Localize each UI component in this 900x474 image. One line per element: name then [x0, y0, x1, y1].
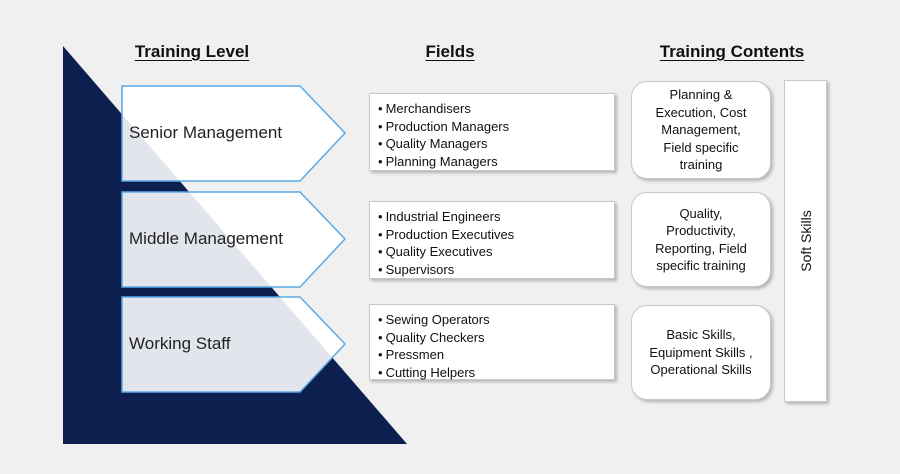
field-item: Production Managers — [378, 118, 608, 136]
field-item: Planning Managers — [378, 153, 608, 171]
level-label-senior: Senior Management — [129, 123, 283, 142]
content-line: Productivity, — [666, 223, 736, 238]
soft-skills-label: Soft Skills — [797, 210, 814, 272]
field-item: Merchandisers — [378, 100, 608, 118]
fields-box-middle: Industrial Engineers Production Executiv… — [369, 201, 615, 279]
content-line: Quality, — [679, 205, 723, 221]
header-training-contents: Training Contents — [659, 42, 805, 61]
level-label-middle: Middle Management — [129, 229, 284, 248]
content-box-middle: Quality, Productivity, Reporting, Field … — [631, 192, 771, 287]
field-item: Quality Managers — [378, 135, 608, 153]
content-line: Field specific — [663, 139, 739, 155]
field-item: Industrial Engineers — [378, 208, 608, 226]
content-line: Management, — [661, 122, 741, 138]
header-fields: Fields — [425, 42, 475, 61]
content-line: training — [679, 157, 723, 173]
content-box-senior: Planning & Execution, Cost Management, F… — [631, 81, 771, 179]
level-label-working: Working Staff — [129, 334, 231, 353]
content-line: Planning & — [669, 87, 733, 103]
content-line: Reporting, Field — [655, 240, 747, 256]
content-line: Equipment Skills , — [649, 344, 753, 360]
field-item: Cutting Helpers — [378, 364, 608, 382]
content-line: Operational Skills — [650, 362, 752, 378]
field-item: Supervisors — [378, 261, 608, 279]
field-item: Quality Checkers — [378, 329, 608, 347]
fields-box-working: Sewing Operators Quality Checkers Pressm… — [369, 304, 615, 380]
level-arrow-middle — [121, 191, 347, 288]
field-item: Sewing Operators — [378, 311, 608, 329]
content-line: Basic Skills, — [666, 327, 736, 343]
content-line: Execution, Cost — [655, 104, 747, 120]
header-training-level: Training Level — [134, 42, 250, 61]
content-line: specific training — [656, 258, 746, 273]
level-arrow-working — [121, 296, 347, 393]
field-item: Pressmen — [378, 346, 608, 364]
field-item: Quality Executives — [378, 243, 608, 261]
level-arrow-senior — [121, 85, 347, 182]
content-box-working: Basic Skills, Equipment Skills , Operati… — [631, 305, 771, 400]
field-item: Production Executives — [378, 226, 608, 244]
soft-skills-box: Soft Skills — [784, 80, 827, 402]
fields-box-senior: Merchandisers Production Managers Qualit… — [369, 93, 615, 171]
